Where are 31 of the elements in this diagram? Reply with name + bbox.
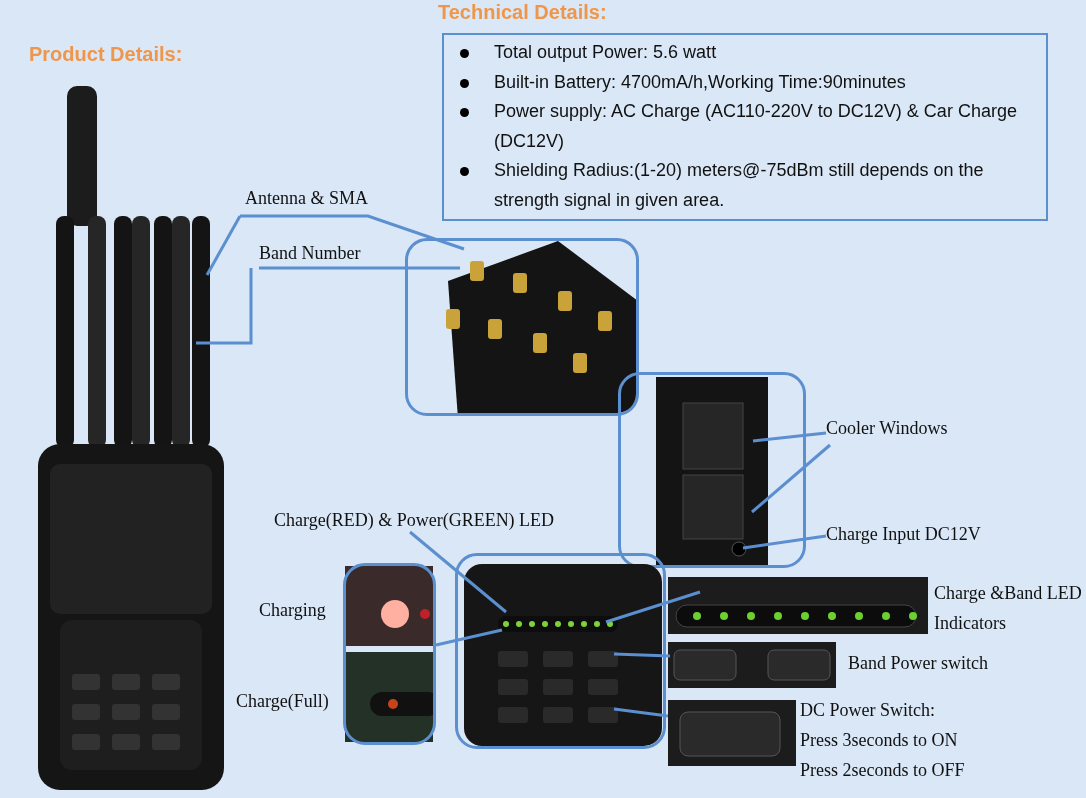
leader-line: [259, 266, 460, 270]
photo-frame: [618, 372, 806, 568]
leader-line: [751, 443, 831, 514]
bullet-text: Shielding Radius:(1-20) meters@-75dBm still depends on the strength signal in given area.: [494, 160, 984, 210]
section-heading: Product Details:: [29, 43, 183, 66]
caption-text: Band Power switch: [848, 652, 988, 675]
section-heading: Technical Details:: [438, 0, 608, 25]
photo-frame: [405, 238, 639, 416]
leader-line: [409, 530, 507, 614]
leader-line: [435, 628, 503, 647]
caption-text: Press 3seconds to ON Press 2seconds to OFF: [800, 729, 966, 782]
bullet-text: Power supply: AC Charge (AC110-220V to DC12V) & Car Charge (DC12V): [494, 101, 1017, 151]
leader-line: [240, 214, 465, 251]
bullet-text: Total output Power: 5.6 watt: [494, 42, 717, 62]
leader-line: [605, 590, 701, 624]
callout-label: Cooler Windows: [826, 418, 948, 439]
callout-label: Charge Input DC12V: [826, 524, 981, 545]
leader-line: [613, 707, 669, 718]
bullet-text: Built-in Battery: 4700mA/h,Working Time:90minutes: [494, 71, 906, 92]
caption-text: Charging: [259, 599, 326, 622]
leader-line: [752, 431, 827, 443]
caption-text: Charge(Full): [236, 690, 329, 713]
leader-line: [613, 652, 671, 658]
callout-label: Charge(RED) & Power(GREEN) LED: [274, 510, 555, 531]
leader-line: [742, 534, 827, 550]
leader-line: [205, 214, 242, 276]
callout-label: Band Number: [259, 243, 361, 264]
caption-text: Charge &Band LED Indicators: [934, 582, 1083, 635]
leader-line: [196, 268, 253, 345]
caption-text: DC Power Switch:: [800, 699, 935, 722]
callout-label: Antenna & SMA: [245, 188, 368, 209]
